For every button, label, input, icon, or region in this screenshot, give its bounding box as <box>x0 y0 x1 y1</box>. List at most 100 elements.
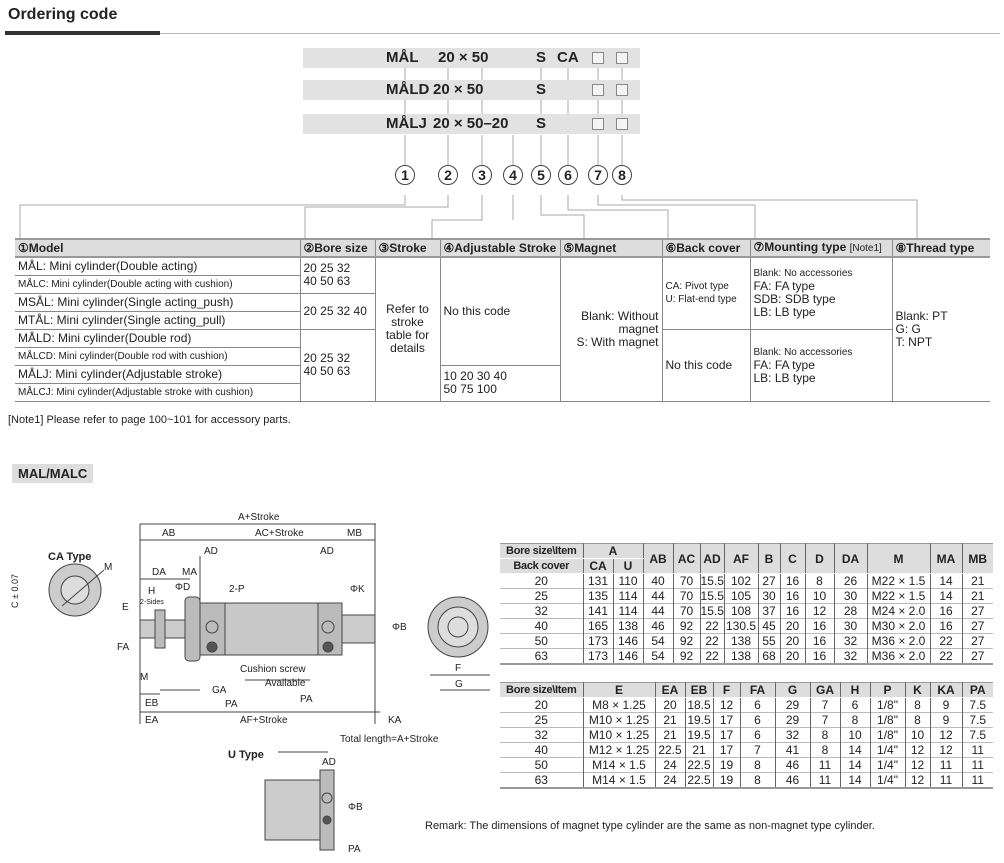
value-cell: 16 <box>779 588 806 604</box>
dim-label: M <box>104 562 112 573</box>
value-cell: 138 <box>612 618 644 634</box>
mount-types: FA: FA type SDB: SDB type LB: LB type <box>753 279 836 320</box>
value-cell: 26 <box>833 573 868 589</box>
value-cell: 17 <box>712 727 740 743</box>
code-size: 20 × 50 <box>438 49 489 66</box>
value-cell: 6 <box>739 697 775 713</box>
value-cell: 7 <box>739 742 775 758</box>
header-cell: H <box>839 682 870 698</box>
value-cell: 46 <box>774 757 810 773</box>
value-cell: 37 <box>757 603 781 619</box>
dim-label: 2-P <box>229 584 245 595</box>
value-cell: 28 <box>833 603 868 619</box>
value-cell: 11 <box>809 757 840 773</box>
value-cell: 27 <box>757 573 781 589</box>
value-cell: 10 <box>839 727 870 743</box>
model-cell: MÅL: Mini cylinder(Double acting) <box>15 257 301 276</box>
thread-cell: Blank: PT G: G T: NPT <box>891 257 990 402</box>
value-cell: 8 <box>809 742 840 758</box>
dim-label: DA <box>152 567 166 578</box>
circle-number: 8 <box>612 165 632 185</box>
value-cell: 22.5 <box>684 772 713 788</box>
header-cell: Bore size\Item <box>500 543 583 559</box>
dim-label: PA <box>225 699 238 710</box>
u-type-label: U Type <box>228 749 264 761</box>
value-cell: 27 <box>961 618 994 634</box>
value-cell: 131 <box>582 573 613 589</box>
value-cell: 1/8" <box>869 697 905 713</box>
dim-label: MA <box>182 567 197 578</box>
value-cell: 20 <box>654 697 685 713</box>
page-title: Ordering code <box>8 6 118 23</box>
value-cell: 14 <box>839 742 870 758</box>
dim-label: ΦB <box>348 802 363 813</box>
value-cell: 55 <box>757 633 781 649</box>
value-cell: 41 <box>774 742 810 758</box>
value-cell: 27 <box>961 603 994 619</box>
value-cell: 8 <box>739 757 775 773</box>
value-cell: 18.5 <box>684 697 713 713</box>
dim-label: 2-Sides <box>140 599 164 606</box>
value-cell: 173 <box>582 633 613 649</box>
model-cell: MÅLCD: Mini cylinder(Double rod with cus… <box>15 347 300 366</box>
value-cell: 92 <box>672 618 701 634</box>
bore-cell: 20 25 32 40 50 63 <box>299 257 376 294</box>
dim-label: M <box>140 672 148 683</box>
value-cell: 11 <box>929 757 962 773</box>
circle-number: 7 <box>588 165 608 185</box>
value-cell: 6 <box>739 712 775 728</box>
value-cell: M36 × 2.0 <box>866 633 931 649</box>
model-cell: MTÅL: Mini cylinder(Single acting_pull) <box>15 311 300 330</box>
header-cell: PA <box>961 682 993 698</box>
value-cell: 44 <box>642 603 674 619</box>
value-cell: 141 <box>582 603 613 619</box>
value-cell: 8 <box>739 772 775 788</box>
code-row-mal <box>303 48 640 68</box>
dim-label: Total length=A+Stroke <box>340 734 439 745</box>
header-cell: Back cover <box>500 558 583 574</box>
adj-cell: No this code <box>439 257 561 366</box>
circle-number: 6 <box>558 165 578 185</box>
value-cell: 8 <box>904 712 930 728</box>
value-cell: 19.5 <box>684 712 713 728</box>
value-cell: 7.5 <box>961 727 993 743</box>
header-cell: B <box>757 543 781 574</box>
value-cell: 12 <box>712 697 740 713</box>
header-cell: P <box>869 682 905 698</box>
dim-label: AF+Stroke <box>240 715 288 726</box>
header-cell: F <box>712 682 740 698</box>
value-cell: 32 <box>833 633 868 649</box>
dim-label: FA <box>117 642 130 653</box>
value-cell: 22 <box>699 633 725 649</box>
header-cell: U <box>612 558 644 574</box>
dim-label: MB <box>347 528 362 539</box>
value-cell: 22 <box>699 648 725 664</box>
dim-label: AD <box>322 757 336 768</box>
value-cell: 29 <box>774 712 810 728</box>
value-cell: 114 <box>612 588 644 604</box>
bore-size-cell: 50 <box>534 634 548 648</box>
value-cell: 32 <box>833 648 868 664</box>
model-cell: MÅLJ: Mini cylinder(Adjustable stroke) <box>15 365 301 384</box>
code-model: MÅL <box>386 49 419 66</box>
code-magnet: S <box>536 49 547 66</box>
value-cell: 12 <box>804 603 835 619</box>
value-cell: 24 <box>654 757 685 773</box>
header-cell: DA <box>833 543 868 574</box>
value-cell: 11 <box>961 757 993 773</box>
dim-label: GA <box>212 685 227 696</box>
value-cell: 165 <box>582 618 613 634</box>
value-cell: M10 × 1.25 <box>582 712 655 728</box>
value-cell: 7.5 <box>961 697 993 713</box>
value-cell: 21 <box>961 573 994 589</box>
value-cell: 30 <box>833 588 868 604</box>
value-cell: 1/4" <box>869 742 905 758</box>
circle-number: 5 <box>531 165 551 185</box>
value-cell: 16 <box>929 618 963 634</box>
value-cell: 20 <box>779 633 806 649</box>
